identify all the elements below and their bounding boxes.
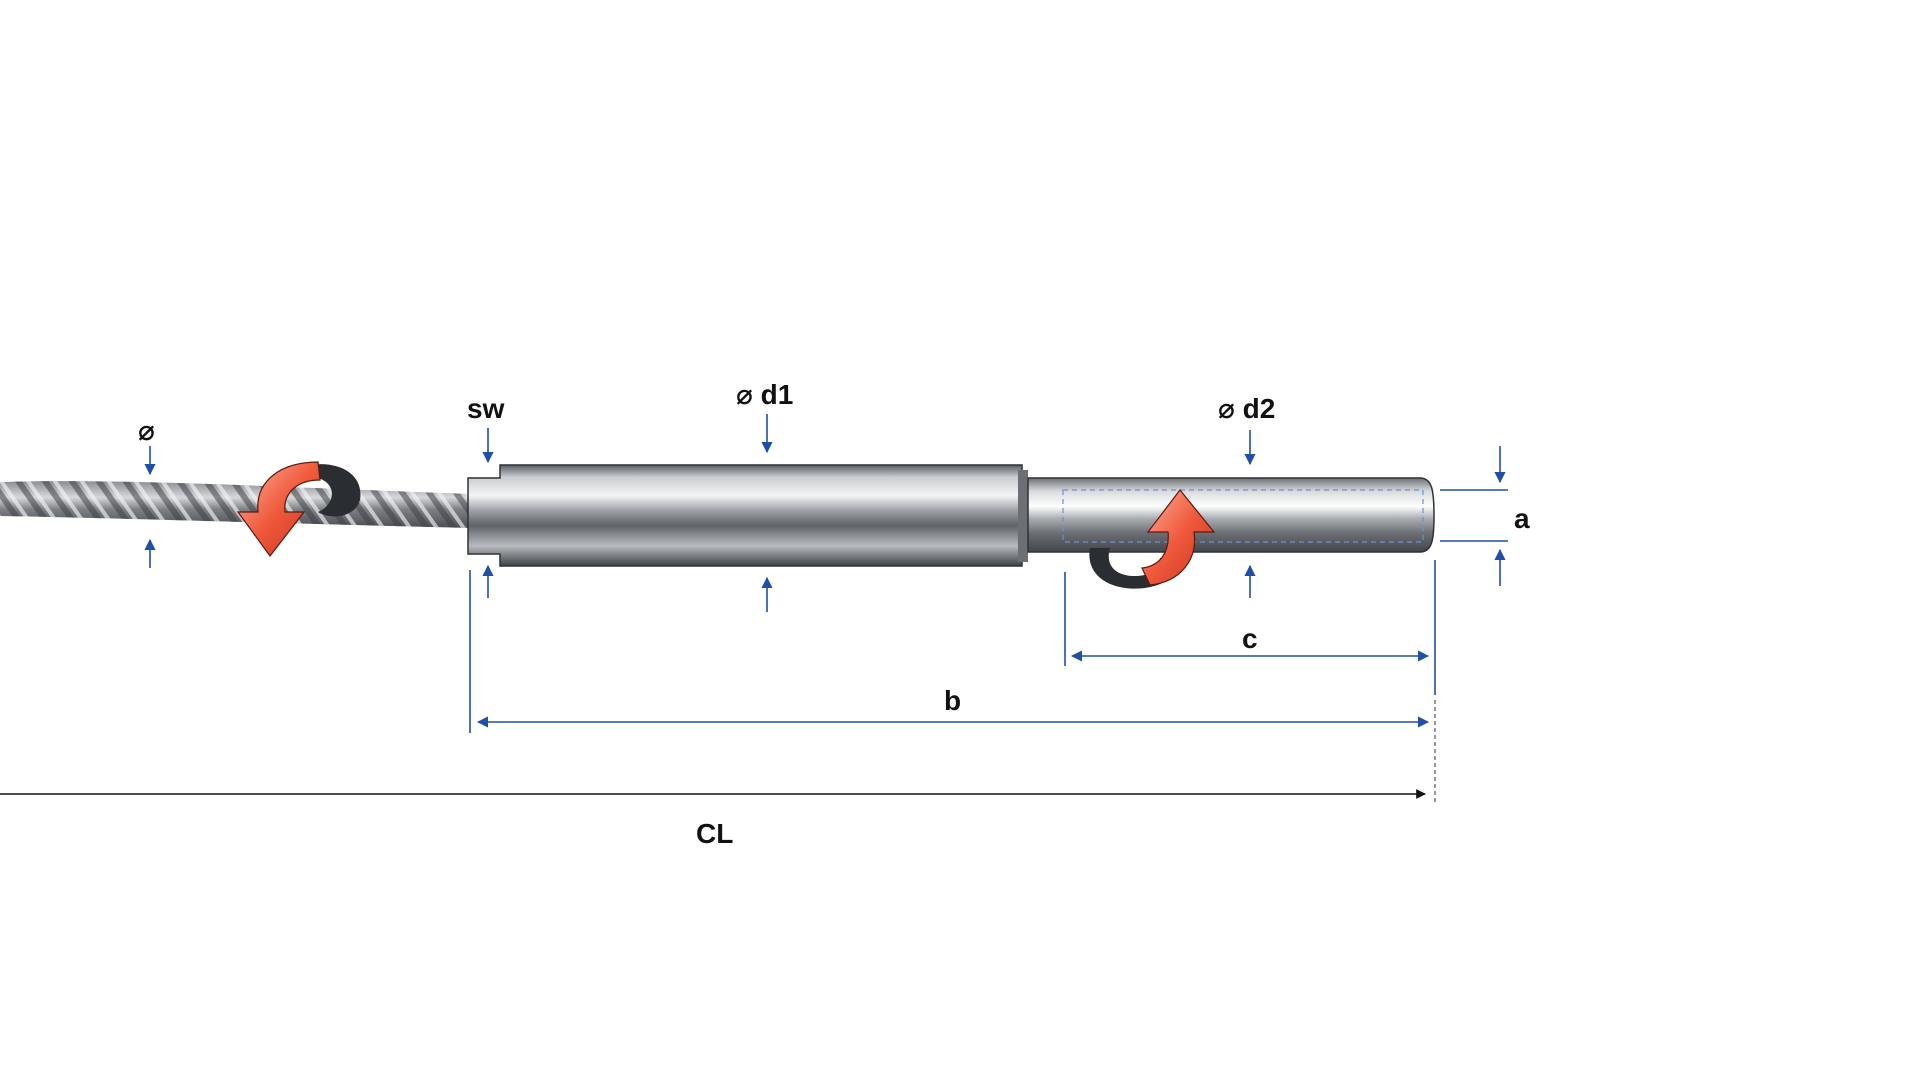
- threaded-stud: [1027, 477, 1435, 553]
- rotate-arrow-icon: [236, 461, 321, 558]
- stud-rotation-arrow: [1089, 489, 1216, 589]
- dimension-lines: [144, 414, 1508, 733]
- c-label: c: [1242, 623, 1258, 654]
- wire-rope: [0, 481, 472, 528]
- a-label: a: [1514, 503, 1530, 534]
- rope-diameter-label: ⌀: [138, 415, 155, 446]
- b-label: b: [944, 685, 961, 716]
- d2-label: ⌀ d2: [1218, 393, 1275, 424]
- rope-rotation-arrow: [236, 461, 361, 558]
- rotate-arrow-icon: [1141, 489, 1216, 586]
- sw-label: sw: [467, 393, 505, 424]
- cl-dimension: [0, 700, 1436, 805]
- swage-sleeve: [467, 464, 1028, 567]
- cl-label: CL: [696, 818, 733, 849]
- d1-label: ⌀ d1: [736, 379, 793, 410]
